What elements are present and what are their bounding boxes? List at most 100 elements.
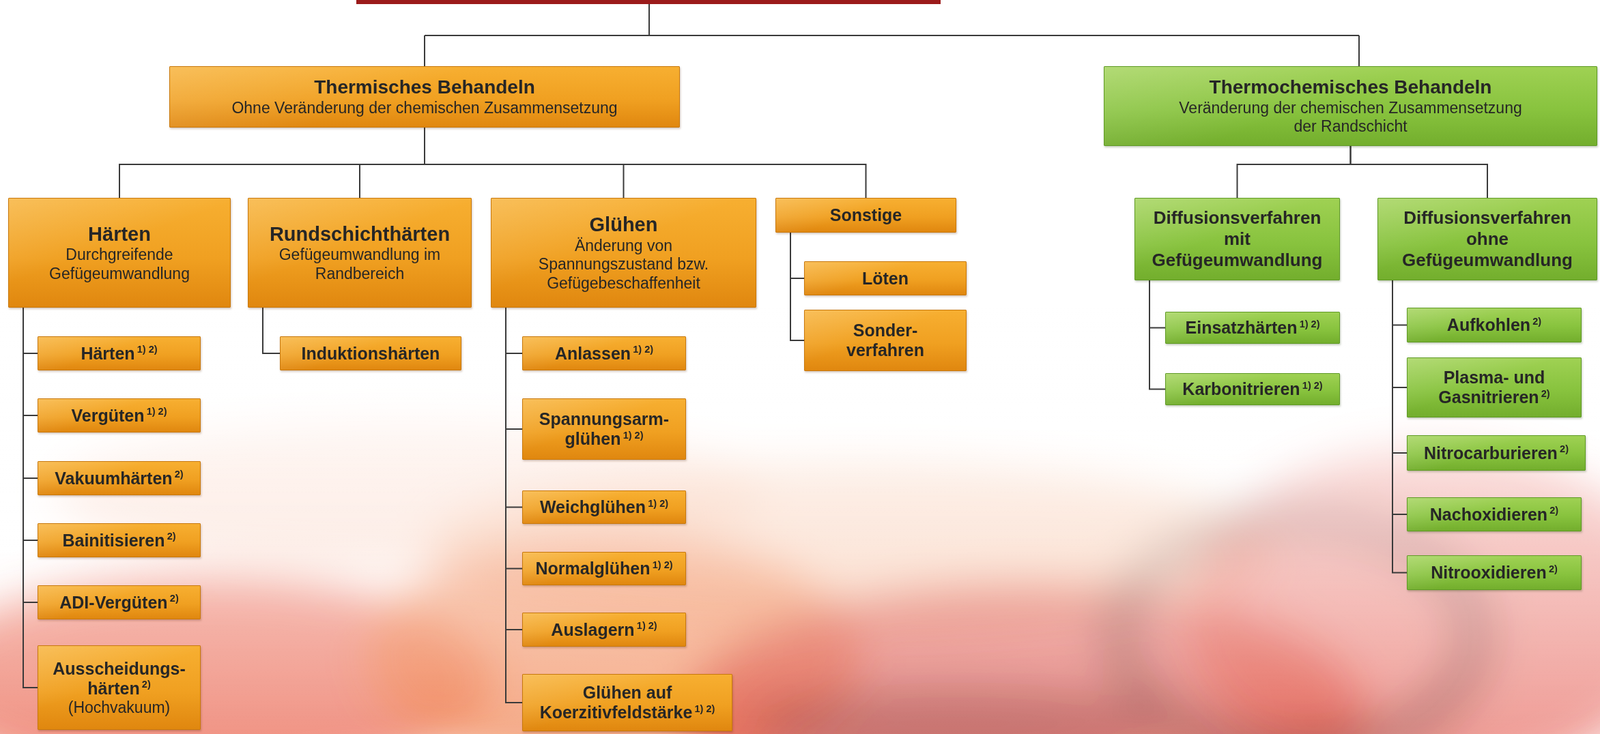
label-text: Löten bbox=[862, 268, 909, 289]
footnote-mark: 1) 2) bbox=[1299, 318, 1321, 330]
text-line: Auslagern1) 2) bbox=[529, 620, 679, 641]
category-box: Thermochemisches BehandelnVeränderung de… bbox=[1103, 66, 1598, 147]
connector bbox=[23, 307, 38, 689]
heading-text: Glühen bbox=[589, 213, 659, 236]
connector bbox=[505, 307, 523, 704]
text-line: Nachoxidieren2) bbox=[1414, 505, 1575, 525]
group-box: HärtenDurchgreifende Gefügeumwandlung bbox=[8, 197, 231, 308]
heading-text: Rundschichthärten bbox=[269, 223, 450, 246]
text-line: Rundschichthärten bbox=[255, 222, 465, 247]
text-line: Diffusionsverfahren mit Gefügeumwandlung bbox=[1145, 207, 1330, 272]
group-box: Diffusionsverfahren ohne Gefügeumwandlun… bbox=[1377, 197, 1598, 281]
process-box: Weichglühen1) 2) bbox=[522, 490, 687, 525]
label-text: Nachoxidieren bbox=[1430, 505, 1548, 525]
label-text: ADI-Vergüten bbox=[59, 593, 168, 613]
footnote-mark: 1) 2) bbox=[623, 430, 644, 441]
text-line: Aufkohlen2) bbox=[1414, 315, 1575, 336]
process-box: Einsatzhärten1) 2) bbox=[1165, 311, 1340, 345]
connector bbox=[119, 127, 425, 198]
label-text: Karbonitrieren bbox=[1182, 379, 1300, 399]
connector bbox=[505, 307, 523, 570]
text-line: Thermisches Behandeln bbox=[176, 75, 673, 99]
text-line: Härten1) 2) bbox=[45, 344, 194, 364]
process-box: Spannungsarm- glühen1) 2) bbox=[522, 398, 687, 461]
root-branch-line bbox=[424, 4, 1360, 67]
label-text: Nitrooxidieren bbox=[1430, 563, 1547, 583]
connector bbox=[23, 307, 38, 354]
text-line: Sonder- verfahren bbox=[827, 320, 944, 361]
connector bbox=[505, 307, 523, 430]
label-text: Härten bbox=[80, 344, 135, 364]
footnote-mark: 2) bbox=[174, 468, 184, 480]
footnote-mark: 2) bbox=[167, 531, 177, 542]
root-bar bbox=[356, 0, 941, 5]
text-line: Änderung von Spannungszustand bzw. Gefüg… bbox=[521, 236, 727, 294]
footnote-mark: 2) bbox=[169, 593, 179, 605]
group-box: Diffusionsverfahren mit Gefügeumwandlung bbox=[1134, 197, 1340, 281]
footnote-mark: 1) 2) bbox=[146, 406, 168, 418]
connector bbox=[359, 127, 425, 198]
note-text: (Hochvakuum) bbox=[68, 698, 171, 717]
text-line: Sonstige bbox=[782, 205, 949, 226]
text-line: Diffusionsverfahren ohne Gefügeumwandlun… bbox=[1395, 207, 1580, 272]
connector bbox=[505, 307, 523, 354]
process-box: ADI-Vergüten2) bbox=[37, 585, 201, 620]
heading-text: Härten bbox=[88, 223, 151, 246]
process-box: Normalglühen1) 2) bbox=[522, 552, 687, 586]
connector bbox=[424, 127, 624, 198]
label-text: Bainitisieren bbox=[62, 531, 165, 551]
subtitle-text: Ohne Veränderung der chemischen Zusammen… bbox=[231, 98, 618, 117]
footnote-mark: 2) bbox=[1559, 443, 1569, 455]
footnote-mark: 1) 2) bbox=[632, 344, 654, 355]
connector bbox=[1237, 146, 1351, 198]
text-line: Anlassen1) 2) bbox=[529, 344, 679, 364]
text-line: Durchgreifende Gefügeumwandlung bbox=[15, 245, 224, 284]
process-box: Ausscheidungs- härten2)(Hochvakuum) bbox=[37, 645, 201, 731]
process-box: Löten bbox=[804, 261, 967, 296]
connector bbox=[1149, 280, 1166, 390]
label-text: Sonstige bbox=[830, 205, 903, 225]
text-line: Vakuumhärten2) bbox=[45, 468, 194, 489]
heading-text: Diffusionsverfahren ohne Gefügeumwandlun… bbox=[1402, 207, 1573, 271]
footnote-mark: 1) 2) bbox=[137, 344, 158, 355]
connector bbox=[1392, 280, 1407, 454]
subtitle-text: Veränderung der chemischen Zusammensetzu… bbox=[1178, 98, 1522, 136]
text-line: Weichglühen1) 2) bbox=[529, 497, 679, 518]
heading-text: Diffusionsverfahren mit Gefügeumwandlung bbox=[1152, 207, 1323, 271]
label-text: Induktionshärten bbox=[301, 344, 441, 364]
process-box: Karbonitrieren1) 2) bbox=[1165, 373, 1340, 406]
footnote-mark: 2) bbox=[141, 679, 151, 691]
connector bbox=[505, 307, 523, 508]
process-box: Aufkohlen2) bbox=[1406, 307, 1582, 343]
process-box: Nitrocarburieren2) bbox=[1406, 435, 1586, 471]
label-text: Normalglühen bbox=[535, 559, 650, 579]
heading-text: Thermochemisches Behandeln bbox=[1209, 76, 1493, 98]
connector bbox=[23, 307, 38, 541]
footnote-mark: 2) bbox=[1532, 316, 1542, 327]
connector bbox=[424, 127, 867, 198]
label-text: Sonder- verfahren bbox=[846, 320, 925, 360]
text-line: Ausscheidungs- härten2) bbox=[45, 659, 194, 699]
process-box: Induktionshärten bbox=[279, 336, 462, 371]
process-box: Vakuumhärten2) bbox=[37, 461, 201, 496]
label-text: Plasma- und Gasnitrieren bbox=[1438, 367, 1545, 407]
label-text: Ausscheidungs- härten bbox=[52, 659, 185, 699]
text-line: Normalglühen1) 2) bbox=[529, 559, 679, 579]
heading-text: Thermisches Behandeln bbox=[313, 76, 536, 98]
text-line: Nitrocarburieren2) bbox=[1414, 443, 1579, 464]
text-line: Gefügeumwandlung im Randbereich bbox=[255, 245, 465, 284]
text-line: Karbonitrieren1) 2) bbox=[1172, 379, 1333, 400]
connector bbox=[1392, 280, 1407, 388]
connector bbox=[1392, 280, 1407, 515]
process-box: Bainitisieren2) bbox=[37, 523, 201, 558]
text-line: Veränderung der chemischen Zusammensetzu… bbox=[1171, 98, 1530, 137]
text-line: Einsatzhärten1) 2) bbox=[1172, 318, 1333, 338]
process-box: Auslagern1) 2) bbox=[522, 612, 687, 648]
connector bbox=[790, 232, 805, 279]
process-box: Vergüten1) 2) bbox=[37, 398, 201, 433]
text-line: Induktionshärten bbox=[287, 344, 454, 364]
text-line: Glühen auf Koerzitivfeldstärke1) 2) bbox=[529, 683, 725, 723]
